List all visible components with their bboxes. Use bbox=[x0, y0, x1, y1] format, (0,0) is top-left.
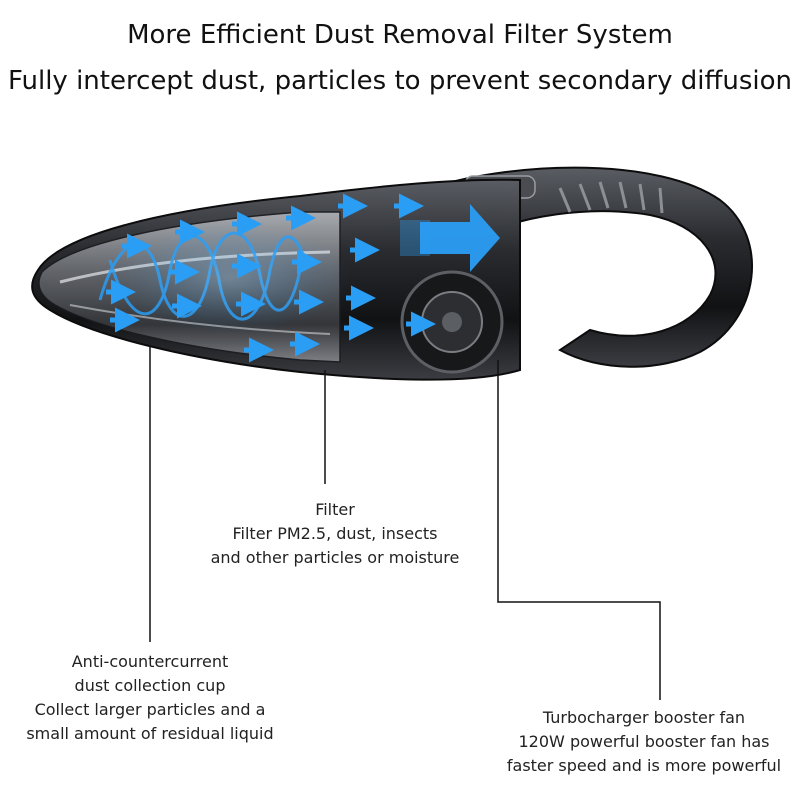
page-title: More Efficient Dust Removal Filter Syste… bbox=[127, 20, 673, 50]
callout-booster-fan: Turbocharger booster fan 120W powerful b… bbox=[488, 706, 800, 778]
callout-cup-line1: Anti-countercurrent bbox=[71, 652, 229, 671]
callout-cup-line4: small amount of residual liquid bbox=[26, 724, 274, 743]
callout-fan-line3: faster speed and is more powerful bbox=[506, 756, 782, 775]
callout-filter-line2: and other particles or moisture bbox=[210, 548, 460, 567]
callout-filter-line1: Filter PM2.5, dust, insects bbox=[232, 524, 438, 543]
callout-fan-line1: Turbocharger booster fan bbox=[542, 708, 746, 727]
exhaust-arrow bbox=[420, 204, 500, 272]
airflow-arrows bbox=[106, 193, 436, 363]
callout-dust-cup: Anti-countercurrent dust collection cup … bbox=[0, 650, 300, 746]
callout-cup-line2: dust collection cup bbox=[74, 676, 226, 695]
callout-filter: Filter Filter PM2.5, dust, insects and o… bbox=[170, 498, 500, 570]
callout-filter-name: Filter bbox=[315, 500, 355, 519]
callout-fan-line2: 120W powerful booster fan has bbox=[518, 732, 770, 751]
callout-cup-line3: Collect larger particles and a bbox=[34, 700, 266, 719]
handle-grip-ridges bbox=[558, 181, 664, 214]
leader-lines bbox=[149, 346, 661, 700]
page-subtitle: Fully intercept dust, particles to preve… bbox=[7, 66, 793, 96]
